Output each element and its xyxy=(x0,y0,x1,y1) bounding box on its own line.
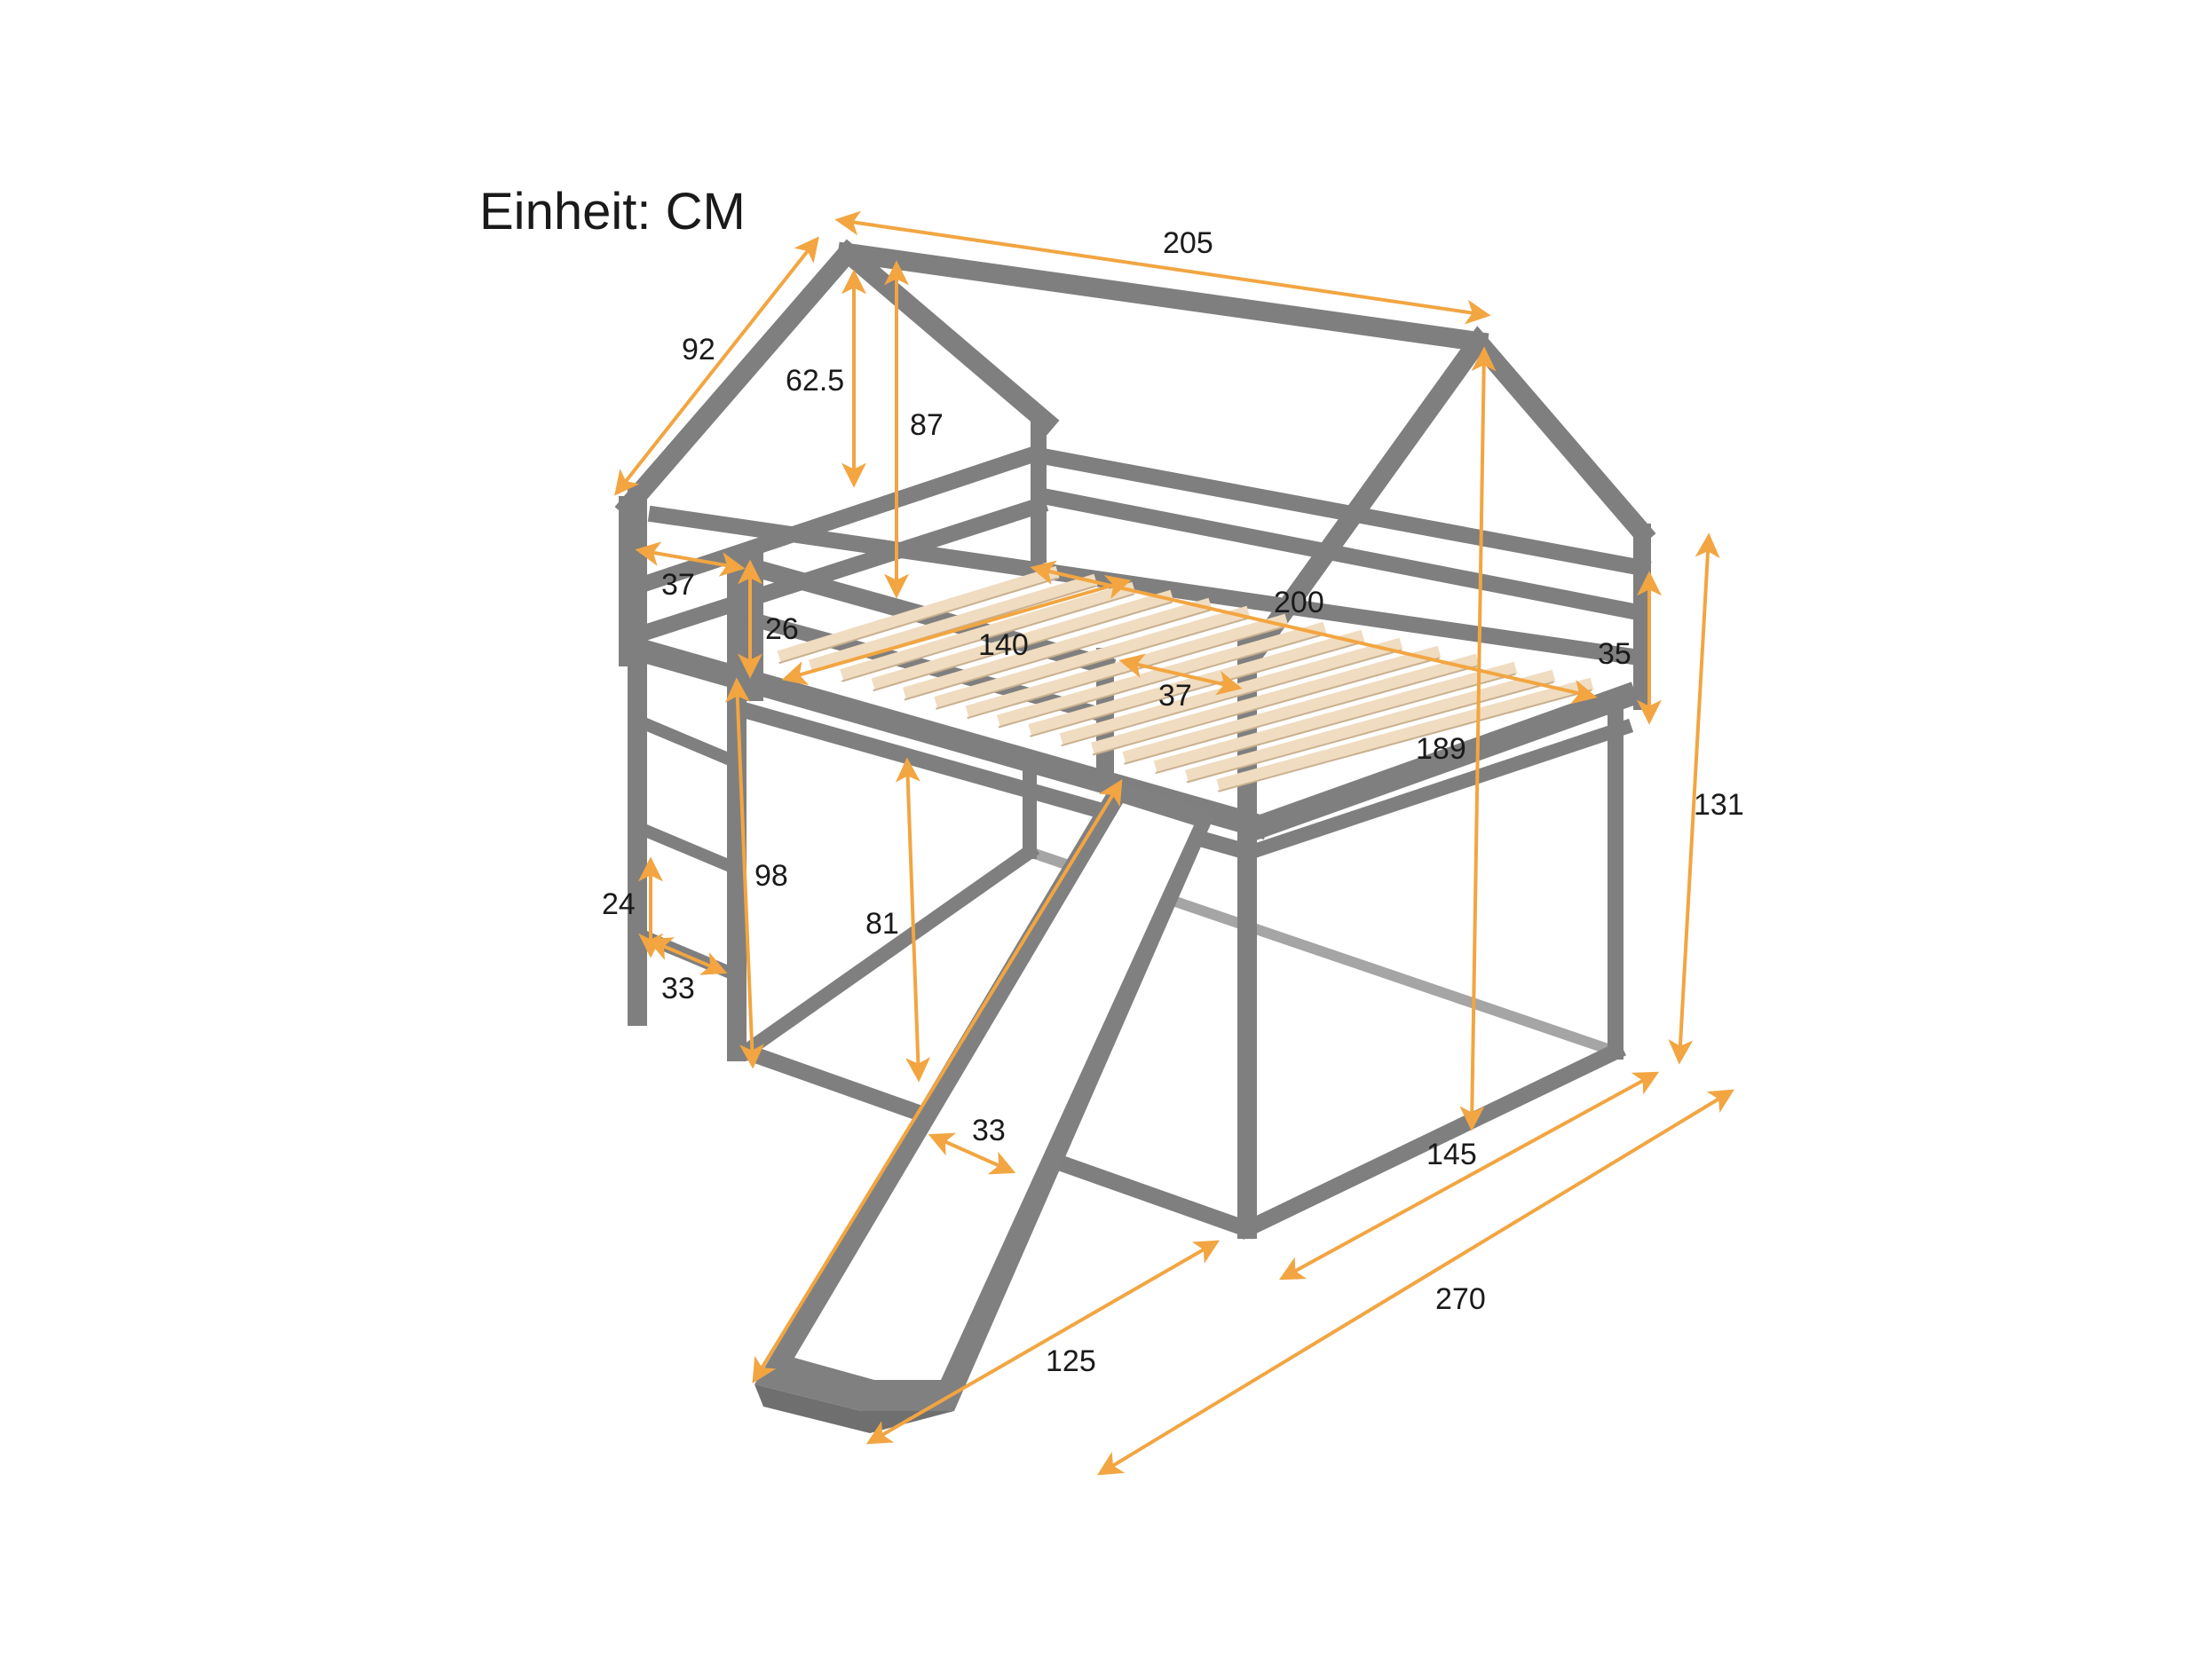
dim-side-rail-height: 35 xyxy=(1598,637,1631,671)
dim-mattress-length: 200 xyxy=(1274,586,1324,619)
dim-roof-to-slats: 87 xyxy=(910,408,944,442)
dim-roof-length: 205 xyxy=(1163,226,1213,260)
dim-rail-gap: 37 xyxy=(1158,679,1192,713)
right-end-rail xyxy=(1236,682,1639,845)
ladder-rung-2 xyxy=(635,821,737,874)
arrow-slide-diagonal xyxy=(752,779,1123,1383)
dim-total-peak-height: 145 xyxy=(1426,1138,1477,1171)
dim-total-length: 270 xyxy=(1435,1282,1486,1316)
bed-slat-edge xyxy=(1218,689,1592,792)
arrow-ladder-height xyxy=(724,677,765,1069)
dim-bed-total-height: 131 xyxy=(1694,788,1744,822)
dim-gable-height: 62.5 xyxy=(786,364,844,398)
dim-clearance-under-bed: 81 xyxy=(865,907,899,941)
dim-slide-length: 125 xyxy=(1046,1344,1096,1378)
unit-label: Einheit: CM xyxy=(479,183,746,240)
arrow-roof-length xyxy=(834,210,1491,325)
arrow-total-peak-height xyxy=(1459,346,1497,1131)
dim-ladder-width: 33 xyxy=(661,972,695,1005)
left-guard-low xyxy=(628,495,1049,645)
dim-inner-length: 189 xyxy=(1416,732,1466,766)
dim-slide-width: 33 xyxy=(972,1114,1006,1147)
arrow-mattress-width xyxy=(781,574,1132,686)
arrow-rail-gap xyxy=(1118,653,1243,696)
dim-ladder-step-spacing: 24 xyxy=(602,887,636,921)
arrow-roof-depth xyxy=(614,236,819,496)
dimension-labels: 205 92 62.5 87 200 140 37 37 26 35 189 1… xyxy=(602,226,1744,1378)
dim-roof-depth: 92 xyxy=(682,333,715,366)
ladder-rung-1 xyxy=(635,714,737,768)
arrow-end-width xyxy=(1278,1071,1660,1281)
dim-mattress-width: 140 xyxy=(978,628,1029,662)
dimension-arrows xyxy=(614,210,1734,1476)
dim-ladder-height: 98 xyxy=(754,859,788,893)
arrow-ladder-width xyxy=(646,937,728,975)
arrow-clearance-under-bed xyxy=(895,757,931,1083)
right-end-rail-low xyxy=(1242,718,1634,862)
arrow-total-length xyxy=(1097,1089,1734,1476)
dim-ladder-opening: 37 xyxy=(661,568,695,602)
arrow-ladder-opening xyxy=(635,541,746,577)
arrow-bed-total-height xyxy=(1668,532,1720,1065)
dim-guardrail-height: 26 xyxy=(765,612,799,646)
